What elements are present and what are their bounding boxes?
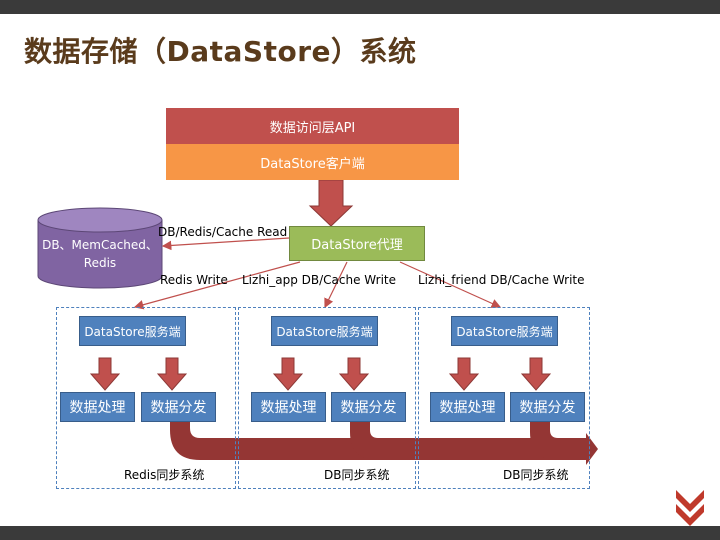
process-box-3: 数据处理 <box>430 392 505 422</box>
sync-flow-band-2 <box>350 422 400 460</box>
server-box-1: DataStore服务端 <box>79 316 186 346</box>
dispatch-box-3: 数据分发 <box>510 392 585 422</box>
api-layer-label: 数据访问层API <box>269 120 356 136</box>
storage-line-1: DB、MemCached、 <box>42 238 158 252</box>
group-db-sync-1 <box>238 307 416 489</box>
redis-write-arrow <box>133 261 301 310</box>
group-1-arrows <box>89 357 188 391</box>
sync-label-1: Redis同步系统 <box>124 468 205 482</box>
sync-label-3: DB同步系统 <box>503 468 569 482</box>
process-label-2: 数据处理 <box>260 400 317 416</box>
redis-write-label: Redis Write <box>160 273 228 287</box>
dispatch-label-3: 数据分发 <box>519 400 576 416</box>
lizhi-friend-write-arrow <box>399 261 502 308</box>
server-label-2: DataStore服务端 <box>276 324 373 339</box>
storage-cylinder <box>37 207 163 289</box>
proxy-label: DataStore代理 <box>311 238 403 253</box>
server-label-1: DataStore服务端 <box>84 324 181 339</box>
server-box-3: DataStore服务端 <box>451 316 558 346</box>
process-label-1: 数据处理 <box>69 400 126 416</box>
server-box-2: DataStore服务端 <box>271 316 378 346</box>
dispatch-label-2: 数据分发 <box>340 400 397 416</box>
slide-title: 数据存储（DataStore）系统 <box>24 35 417 68</box>
top-bar <box>0 0 720 14</box>
sync-flow-band-3 <box>530 422 580 460</box>
proxy-box: DataStore代理 <box>289 226 425 261</box>
chevron-down-icon <box>676 490 704 526</box>
group-redis-sync <box>56 307 236 489</box>
process-label-3: 数据处理 <box>439 400 496 416</box>
client-label: DataStore客户端 <box>260 156 365 172</box>
dispatch-label-1: 数据分发 <box>150 400 207 416</box>
api-layer-box: 数据访问层API <box>166 108 459 144</box>
lizhi-app-write-label: Lizhi_app DB/Cache Write <box>242 273 396 287</box>
sync-label-2: DB同步系统 <box>324 468 390 482</box>
group-db-sync-2 <box>418 307 590 489</box>
client-box: DataStore客户端 <box>166 144 459 180</box>
read-arrow <box>161 237 290 251</box>
client-to-proxy-arrow <box>308 179 354 227</box>
group-2-arrows <box>272 357 370 391</box>
lizhi-friend-write-label: Lizhi_friend DB/Cache Write <box>418 273 585 287</box>
bottom-bar <box>0 526 720 540</box>
storage-label: DB、MemCached、 Redis <box>38 236 162 272</box>
dispatch-box-2: 数据分发 <box>331 392 406 422</box>
dispatch-box-1: 数据分发 <box>141 392 216 422</box>
process-box-2: 数据处理 <box>251 392 326 422</box>
group-3-arrows <box>448 357 552 391</box>
server-label-3: DataStore服务端 <box>456 324 553 339</box>
process-box-1: 数据处理 <box>60 392 135 422</box>
lizhi-app-write-arrow <box>324 261 348 309</box>
read-edge-label: DB/Redis/Cache Read <box>158 225 288 239</box>
storage-line-2: Redis <box>83 256 117 270</box>
